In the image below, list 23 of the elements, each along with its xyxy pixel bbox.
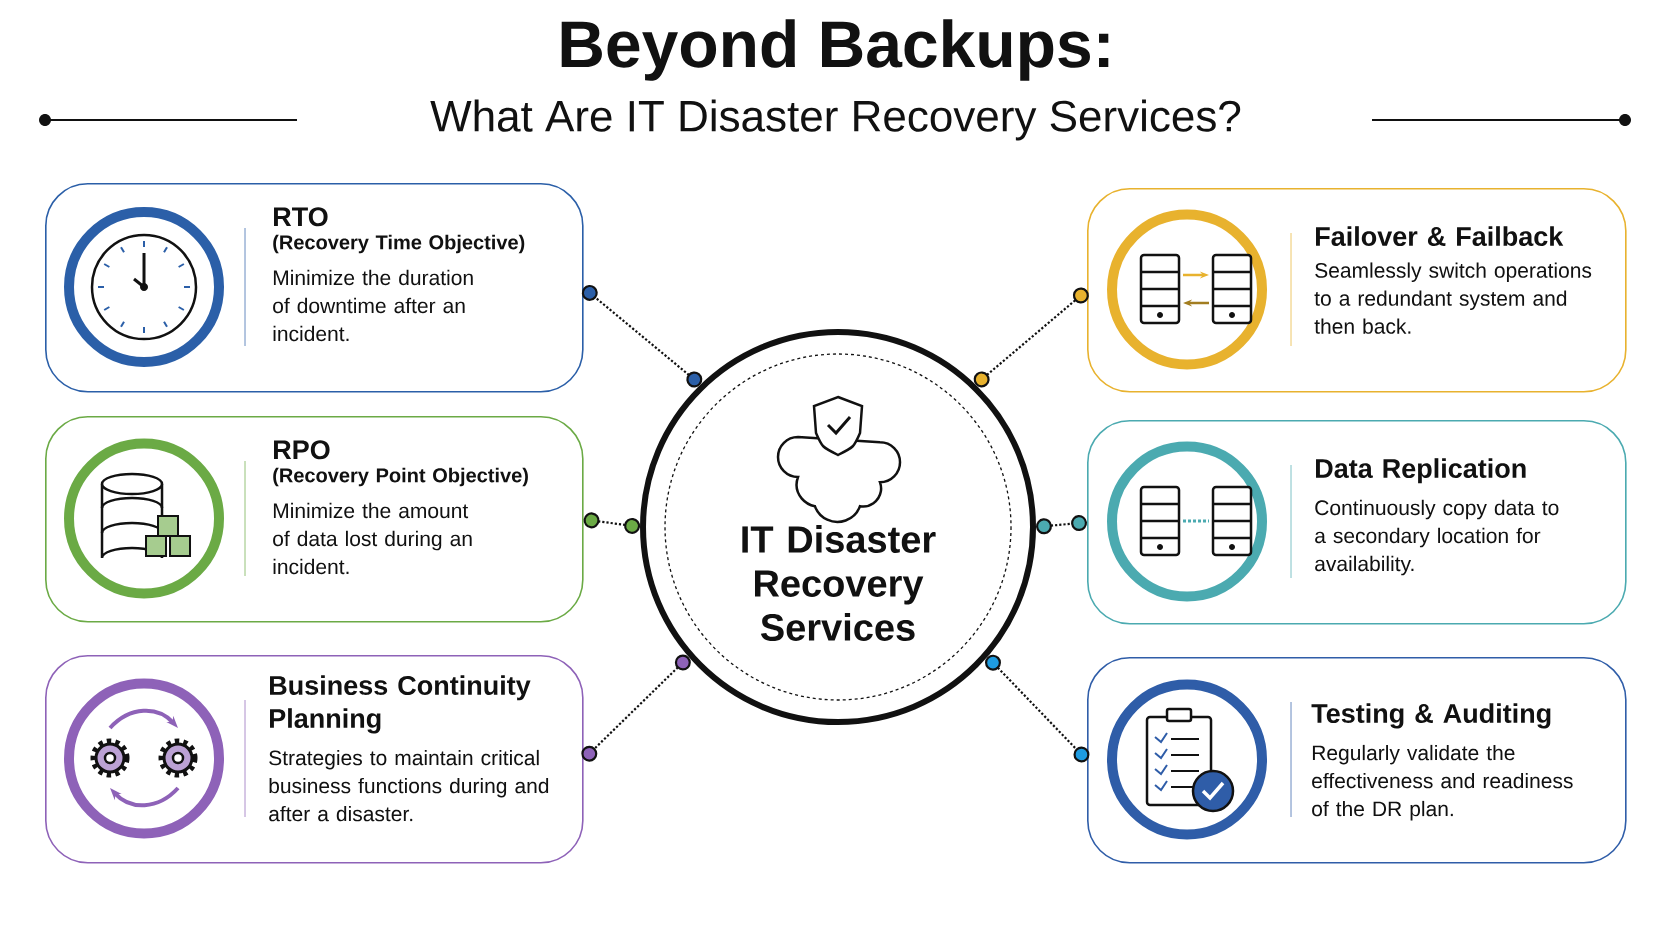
title: Beyond Backups: <box>561 19 1109 81</box>
card-description: Minimize the duration of downtime after an incident. <box>273 269 473 342</box>
connector <box>1036 515 1088 535</box>
card-heading: Testing & Auditing <box>1311 703 1551 729</box>
connector <box>581 284 703 388</box>
connector <box>581 654 691 762</box>
card-description: Strategies to maintain critical business functions during and after a disaster. <box>269 749 549 822</box>
card-description: Minimize the amount of data lost during an incident. <box>273 502 472 575</box>
card-description: Seamlessly switch operations to a redundant system and then back. <box>1314 262 1592 334</box>
card-description: Continuously copy data to a secondary location for availability. <box>1315 499 1559 576</box>
card-description: Regularly validate the effectiveness and readiness of the DR plan. <box>1312 744 1573 821</box>
connector <box>973 287 1089 388</box>
connector <box>985 654 1090 763</box>
card-heading: RPO <box>274 440 330 460</box>
card-heading: RTO <box>274 207 328 227</box>
connector <box>583 512 641 534</box>
card-subtitle: (Recovery Time Objective) <box>273 234 525 254</box>
card-subtitle: (Recovery Point Objective) <box>273 467 528 487</box>
card-heading: Failover & Failback <box>1316 226 1564 247</box>
card-heading: Data Replication <box>1316 458 1526 484</box>
card-heading: Business Continuity Planning <box>270 675 531 734</box>
subtitle: What Are IT Disaster Recovery Services? <box>430 99 1241 141</box>
hub-title: IT Disaster Recovery Services <box>742 525 936 641</box>
